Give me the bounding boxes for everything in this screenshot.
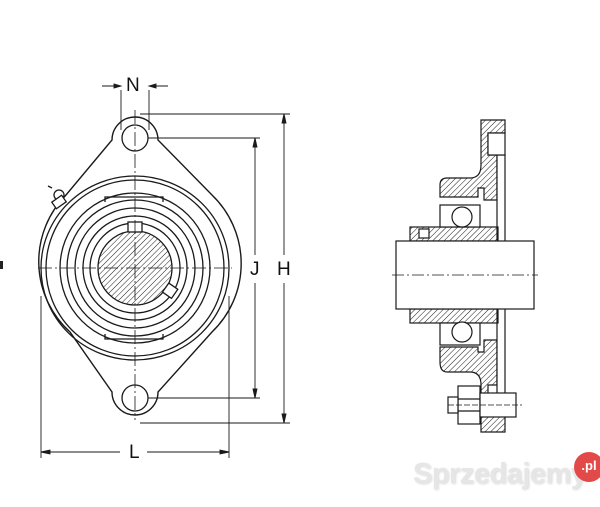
watermark-text: Sprzedajemy <box>413 458 587 490</box>
dimension-label-j: J <box>248 259 262 280</box>
edge-mark <box>0 261 3 269</box>
dimension-lines <box>40 83 290 458</box>
dimension-label-n: N <box>124 75 142 96</box>
dimension-label-l: L <box>127 442 142 463</box>
set-screw-side <box>161 282 179 300</box>
bolt-icon <box>447 385 522 425</box>
grease-nipple-icon <box>47 185 68 210</box>
front-view <box>38 110 242 420</box>
side-section-view <box>392 119 538 433</box>
watermark-badge: .pl <box>574 452 600 482</box>
dimension-label-h: H <box>275 259 293 280</box>
